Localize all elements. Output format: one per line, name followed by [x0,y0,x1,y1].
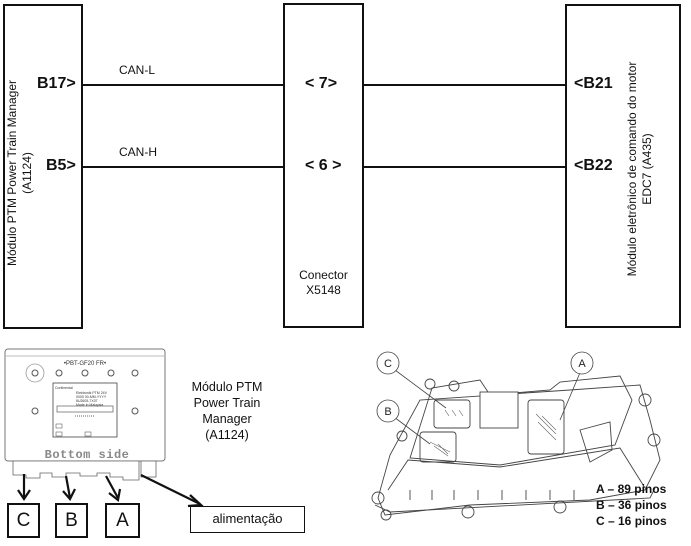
label-lines: Continental Elektronik PTM 24V 0000 00-M… [55,386,108,407]
callout-b-circle [376,399,400,423]
edc-module-name: Módulo eletrônico de comando do motor [625,61,639,277]
ptm-pin-b5: B5> [46,157,76,174]
callout-a-circle [570,351,594,375]
can-h-wire-left [83,166,284,168]
caption-line: Power Train [193,396,261,410]
product-label [52,382,118,438]
label-line: Made in Malaysia [76,403,103,407]
caption-line: Manager [202,412,252,426]
can-l-wire-right [364,84,565,86]
ptm-bottom-side-text: Bottom side [45,448,130,462]
label-line: Elektronik PTM 24V [76,391,108,395]
connector-c-label: C [7,503,40,538]
pin-count-c: C – 16 pinos [596,514,667,528]
power-supply-label: alimentação [190,506,305,533]
connector-a-label: A [105,503,140,538]
edc-pin-b21: <B21 [574,75,613,92]
connector-c-shape [433,399,471,429]
ptm-photo-caption: Módulo PTM Power Train Manager (A1124) [178,379,276,443]
ptm-module-label: Módulo PTM Power Train Manager (A1124) [5,43,37,303]
ptm-pin-b17: B17> [37,75,76,92]
can-h-wire-right [364,166,565,168]
edc-pin-b22: <B22 [574,157,613,174]
can-h-signal-label: CAN-H [119,145,157,159]
can-l-signal-label: CAN-L [119,63,156,77]
ptm-module-drawing: •PBT-GF20 FR• Bottom side Continental El… [4,348,204,508]
label-line: 8U2605-7X07 [76,399,98,403]
edc-module-code: EDC7 (A435) [640,133,654,205]
edc-cover [409,375,633,466]
connector-b-label: B [55,503,88,538]
connector-pin-7: < 7> [305,75,338,92]
callout-b-text: B [384,406,391,418]
can-l-wire-left [83,84,284,86]
edc-base-plate [377,384,661,516]
callout-a-text: A [578,358,586,370]
connector-strip [12,460,140,481]
pin-count-b: B – 36 pinos [596,498,667,512]
connector-code: X5148 [306,283,341,297]
pin-count-a: A – 89 pinos [596,482,667,496]
label-line: 0000 00-MM-YYYY [76,395,107,399]
connector-box [283,3,364,328]
ptm-header-text: •PBT-GF20 FR• [64,361,106,367]
connector-b-shape [419,431,457,463]
edc-module-drawing: C B A [371,351,661,521]
edc-module-box [565,4,681,328]
connector-pin-6: < 6 > [305,157,342,174]
callout-c-circle [376,351,400,375]
ptm-module-box [3,4,83,329]
ptm-module-code: (A1124) [20,152,34,194]
screw-holes [31,369,139,415]
callout-c-text: C [384,358,392,370]
caption-line: Módulo PTM [191,380,263,394]
ptm-module-name: Módulo PTM Power Train Manager [5,79,19,267]
connector-label: Conector X5148 [284,268,363,298]
connector-a-shape [527,399,565,455]
edc-module-label: Módulo eletrônico de comando do motor ED… [625,39,657,299]
caption-line: (A1124) [205,428,249,442]
connector-name: Conector [299,268,348,282]
label-line: Continental [55,386,73,390]
mount-hole-ring [25,363,45,383]
edc-pin-counts: A – 89 pinos B – 36 pinos C – 16 pinos [596,481,667,529]
